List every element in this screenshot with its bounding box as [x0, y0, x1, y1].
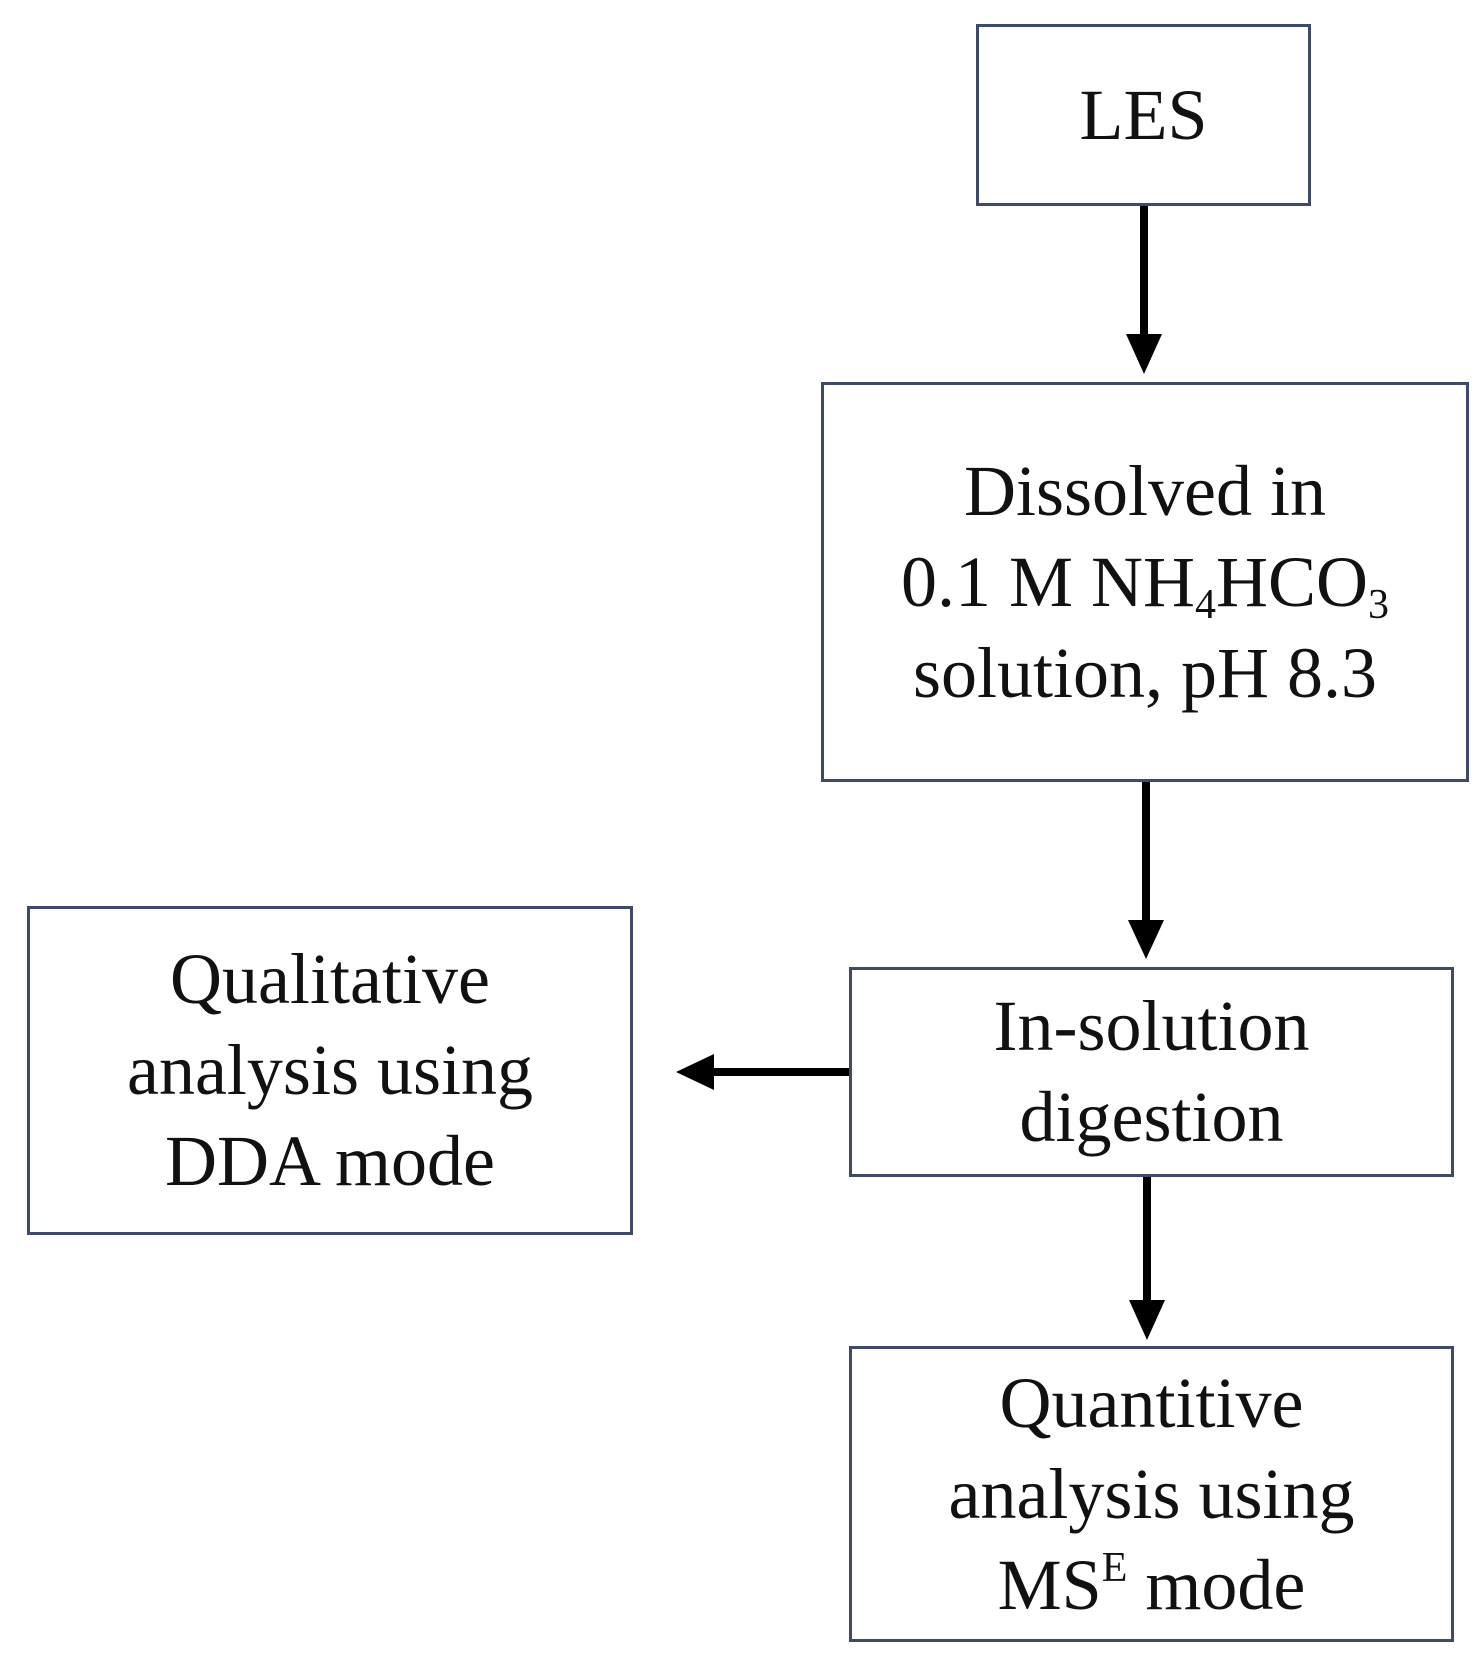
qualitative-line-3: DDA mode: [165, 1121, 495, 1201]
dissolved-box: Dissolved in 0.1 M NH4HCO3 solution, pH …: [821, 382, 1469, 782]
quantitative-line-3: MSE mode: [998, 1540, 1306, 1631]
quantitative-line-3-part-a: MS: [997, 1544, 1102, 1625]
digestion-box: In-solution digestion: [849, 967, 1454, 1177]
dissolved-line-3: solution, pH 8.3: [912, 632, 1378, 713]
dissolved-line-2: 0.1 M NH4HCO3: [901, 537, 1389, 628]
arrowhead-dissolved-to-digestion: [1128, 920, 1164, 959]
dissolved-subscript-4: 4: [1195, 581, 1216, 628]
qualitative-box: Qualitative analysis using DDA mode: [27, 906, 633, 1235]
quantitative-line-3-part-b: mode: [1127, 1544, 1306, 1625]
dissolved-line-1: Dissolved in: [963, 450, 1326, 531]
dissolved-line-2-part-b: HCO: [1216, 541, 1369, 622]
quantitative-line-2: analysis using: [948, 1453, 1355, 1534]
digestion-line-2: digestion: [1019, 1077, 1284, 1157]
les-box: LES: [976, 24, 1311, 206]
quantitative-superscript-e: E: [1101, 1544, 1128, 1591]
les-label: LES: [1079, 74, 1208, 155]
arrowhead-les-to-dissolved: [1126, 334, 1162, 374]
arrowhead-digestion-to-qualitative: [676, 1054, 714, 1090]
quantitative-line-1: Quantitive: [999, 1362, 1304, 1443]
qualitative-line-1: Qualitative: [170, 939, 490, 1019]
dissolved-line-2-part-a: 0.1 M NH: [900, 541, 1195, 622]
digestion-line-1: In-solution: [993, 986, 1310, 1066]
qualitative-line-2: analysis using: [127, 1030, 533, 1110]
dissolved-subscript-3: 3: [1368, 581, 1390, 628]
arrowhead-digestion-to-quantitative: [1129, 1300, 1165, 1340]
quantitative-box: Quantitive analysis using MSE mode: [849, 1346, 1454, 1642]
